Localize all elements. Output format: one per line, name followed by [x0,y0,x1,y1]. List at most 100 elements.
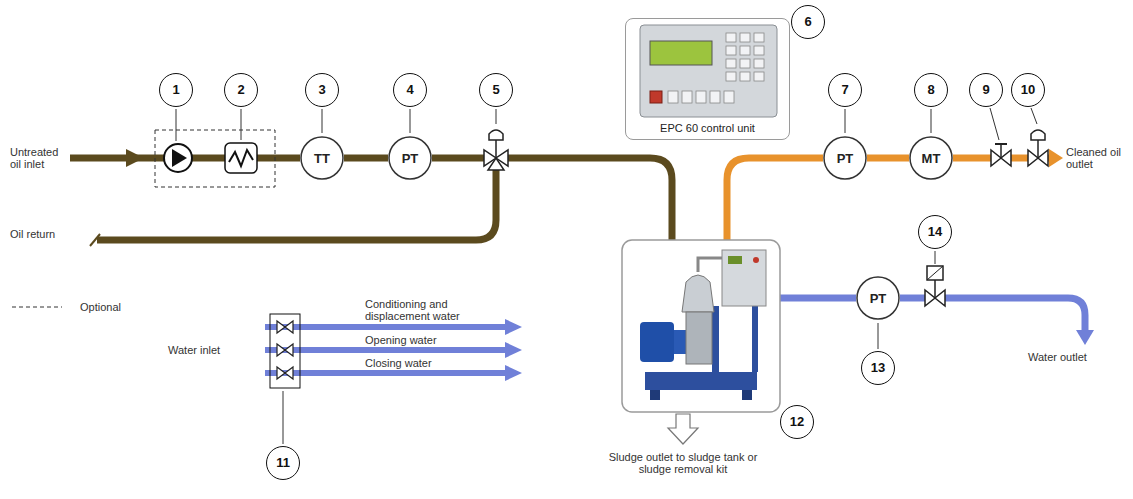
leader-line [931,109,932,133]
oil-pipe [257,155,300,162]
instrument-circle: TT [300,136,344,180]
flow-arrowhead [1076,330,1094,345]
oil-pipe [192,155,225,162]
leader-line [410,109,411,133]
water-pipe [780,295,856,302]
device-key [650,91,662,103]
callout-number: 1 [159,73,193,107]
flow-arrowhead [505,342,522,358]
flow-label: Cleaned oil outlet [1066,146,1128,170]
callout-number: 9 [969,73,1003,107]
device-key [724,91,734,103]
valve-group-frame [270,314,300,388]
separator-foot [650,390,660,400]
legend-line-sample [12,307,62,308]
instrument-circle: PT [388,136,432,180]
valve-symbol [285,344,293,356]
clean-oil-pipe [727,158,823,240]
callout-number: 14 [918,215,952,249]
motor [640,322,674,362]
flow-arrowhead [505,319,522,335]
actuator-stem [495,140,497,158]
instrument-tag: MT [922,151,941,166]
separator-upright [712,306,719,372]
heater-symbol [225,143,257,173]
flow-label: Conditioning and displacement water [365,298,490,322]
device-body [640,25,777,117]
valve-symbol [935,290,945,306]
cabinet-display [728,256,742,264]
water-pipe [945,298,1085,332]
device-key [726,46,736,55]
valve-symbol [925,290,935,306]
device-key [726,72,736,81]
device-key [740,33,750,42]
water-pipe [265,370,508,376]
valve-symbol [277,321,285,333]
device-key [696,91,706,103]
leader-line [176,109,177,141]
valve-symbol [1028,150,1038,166]
flow-label: Sludge outlet to sludge tank or sludge r… [598,451,768,475]
valve-symbol [1038,150,1048,166]
valve-symbol [277,367,285,379]
flow-arrowhead [1049,149,1063,167]
flow-arrowhead [126,149,144,167]
legend-text: Optional [80,301,121,313]
valve-handle [1000,144,1002,158]
leader-line [845,109,846,133]
flow-label: Opening water [365,334,485,346]
leader-line [241,109,242,140]
clean-oil-pipe [1011,155,1028,162]
oil-pipe [432,155,484,162]
instrument-circle: PT [823,136,867,180]
motor [674,330,686,354]
callout-number: 6 [791,5,825,39]
instrument-outline [301,137,343,179]
water-pipe [265,324,508,330]
device-key [740,46,750,55]
callout-number: 12 [780,405,814,439]
valve-symbol [991,150,1001,166]
device-key [740,59,750,68]
instrument-outline [389,137,431,179]
solenoid-symbol [927,266,943,280]
oil-pipe [70,155,164,162]
solenoid-symbol [927,266,943,280]
cabinet-button [753,257,759,263]
sludge-arrow [668,414,698,444]
pipe-connector [344,155,388,162]
instrument-circle: MT [909,136,953,180]
pipe-end-mark [90,234,100,246]
flow-label: Closing water [365,357,485,369]
leader-line [1031,108,1037,124]
oil-pipe [508,158,672,240]
flow-label: Oil return [10,228,56,240]
device-key [710,91,720,103]
device-key [682,91,692,103]
valve-handle [995,143,1007,145]
instrument-tag: TT [314,151,330,166]
flow-arrowhead [505,365,522,381]
device-key [754,59,764,68]
callout-number: 2 [224,73,258,107]
device-display [650,41,712,65]
callout-number: 13 [861,351,895,385]
instrument-outline [824,137,866,179]
separator-foot [742,390,752,400]
callout-number: 8 [914,73,948,107]
instrument-outline [857,277,899,319]
valve-symbol [488,158,504,170]
callout-number: 3 [305,73,339,107]
valve-symbol [277,344,285,356]
instrument-circle: PT [856,276,900,320]
connector-group [867,158,909,159]
unit-caption: EPC 60 control unit [660,122,755,134]
valve-symbol [1001,150,1011,166]
separator-frame [622,240,780,412]
actuator-stem [1037,140,1039,158]
callout-number: 10 [1011,73,1045,107]
device-key [754,72,764,81]
flow-label: Water inlet [168,344,248,356]
